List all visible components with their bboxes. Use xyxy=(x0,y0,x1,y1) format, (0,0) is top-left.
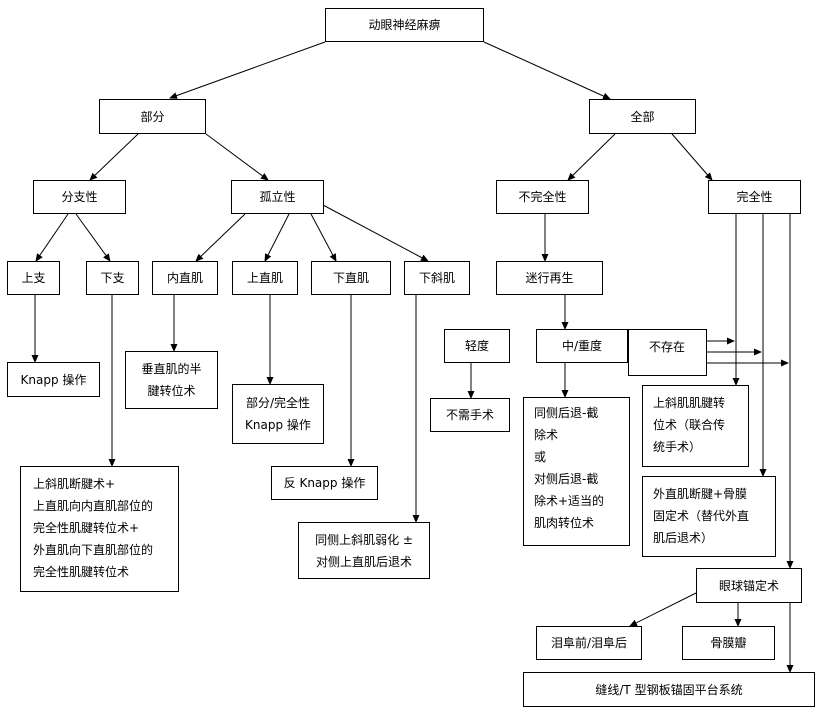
node-so-transposition: 上斜肌肌腱转 位术（联合传 统手术） xyxy=(642,385,749,467)
node-reverse-knapp-label: 反 Knapp 操作 xyxy=(283,476,366,490)
node-mild: 轻度 xyxy=(444,329,510,363)
arrow-iso-io xyxy=(322,204,429,262)
so-weaken-line: 同侧上斜肌弱化 ± xyxy=(315,532,413,547)
node-moderate-severe: 中/重度 xyxy=(536,329,628,363)
node-inferior-rectus-label: 下直肌 xyxy=(332,271,369,285)
node-vertical-half-tendon: 垂直肌的半 腱转位术 xyxy=(125,351,218,409)
node-medial-rectus: 内直肌 xyxy=(152,261,218,295)
arrow-all-incomplete xyxy=(567,133,616,181)
node-so-weaken: 同侧上斜肌弱化 ± 对侧上直肌后退术 xyxy=(298,522,430,579)
partial-complete-knapp-line: Knapp 操作 xyxy=(245,418,311,432)
node-aberrant-regeneration-label: 迷行再生 xyxy=(525,271,574,285)
lr-periosteal-line: 固定术（替代外直 xyxy=(653,509,750,523)
node-moderate-severe-label: 中/重度 xyxy=(561,339,603,353)
recess-resect-line: 除术+适当的 xyxy=(534,494,605,508)
node-mild-label: 轻度 xyxy=(464,339,489,353)
lower-branch-treatment-line: 外直肌向下直肌部位的 xyxy=(33,543,154,557)
node-knapp: Knapp 操作 xyxy=(7,362,100,397)
arrow-iso-sr xyxy=(264,213,290,262)
node-lower-branch-treatment: 上斜肌断腱术+ 上直肌向内直肌部位的 完全性肌腱转位术+ 外直肌向下直肌部位的 … xyxy=(20,466,179,592)
arrow-partial-isolated xyxy=(205,133,269,181)
node-upper-branch-label: 上支 xyxy=(21,271,46,285)
node-globe-anchoring: 眼球锚定术 xyxy=(696,568,802,603)
lower-branch-treatment-line: 上斜肌断腱术+ xyxy=(33,477,116,491)
node-isolated: 孤立性 xyxy=(231,180,324,214)
arrow-partial-branch xyxy=(89,133,139,181)
node-superior-rectus: 上直肌 xyxy=(232,261,298,295)
node-recess-resect: 同侧后退-截 除术 或 对侧后退-截 除术+适当的 肌肉转位术 xyxy=(523,397,630,546)
node-inferior-oblique-label: 下斜肌 xyxy=(418,271,455,285)
node-inferior-rectus: 下直肌 xyxy=(311,261,391,295)
node-complete-label: 完全性 xyxy=(736,190,773,204)
arrow-iso-mr xyxy=(195,213,246,262)
lr-periosteal-line: 外直肌断腱+骨膜 xyxy=(653,487,748,501)
node-oculomotor-palsy-label: 动眼神经麻痹 xyxy=(368,18,441,32)
vertical-half-tendon-line: 垂直肌的半 xyxy=(141,362,202,376)
so-transposition-line: 统手术） xyxy=(653,440,702,454)
node-isolated-label: 孤立性 xyxy=(259,190,296,204)
partial-complete-knapp-line: 部分/完全性 xyxy=(245,396,311,410)
node-lacrimal: 泪阜前/泪阜后 xyxy=(536,626,642,660)
node-inferior-oblique: 下斜肌 xyxy=(404,261,470,295)
node-branch-label: 分支性 xyxy=(61,190,98,204)
node-knapp-label: Knapp 操作 xyxy=(20,372,87,387)
recess-resect-line: 对侧后退-截 xyxy=(534,472,599,486)
node-periosteal-flap-label: 骨膜瓣 xyxy=(710,636,747,650)
so-weaken-line: 对侧上直肌后退术 xyxy=(315,554,412,569)
arrow-anchor-lacrimal xyxy=(629,592,697,627)
node-upper-branch: 上支 xyxy=(7,261,60,295)
node-superior-rectus-label: 上直肌 xyxy=(246,271,283,285)
node-suture-plate: 缝线/T 型钢板锚固平台系统 xyxy=(523,672,815,707)
node-lower-branch: 下支 xyxy=(86,261,139,295)
node-incomplete: 不完全性 xyxy=(496,180,589,214)
node-absent-label: 不存在 xyxy=(649,340,686,354)
node-periosteal-flap: 骨膜瓣 xyxy=(682,626,775,660)
node-partial-label: 部分 xyxy=(140,109,165,124)
lr-periosteal-line: 肌后退术） xyxy=(653,531,714,545)
node-aberrant-regeneration: 迷行再生 xyxy=(496,261,603,295)
vertical-half-tendon-line: 腱转位术 xyxy=(147,384,196,398)
lower-branch-treatment-line: 完全性肌腱转位术 xyxy=(33,565,130,579)
so-transposition-line: 上斜肌肌腱转 xyxy=(653,396,726,410)
lower-branch-treatment-line: 上直肌向内直肌部位的 xyxy=(33,499,154,513)
node-lr-periosteal: 外直肌断腱+骨膜 固定术（替代外直 肌后退术） xyxy=(642,476,776,557)
recess-resect-line: 除术 xyxy=(534,428,559,442)
arrow-root-all xyxy=(483,41,611,100)
arrow-root-partial xyxy=(169,41,326,99)
node-reverse-knapp: 反 Knapp 操作 xyxy=(271,466,378,500)
arrow-branch-lower xyxy=(75,213,111,262)
node-lacrimal-label: 泪阜前/泪阜后 xyxy=(550,636,628,650)
so-transposition-line: 位术（联合传 xyxy=(653,418,726,432)
recess-resect-line: 或 xyxy=(534,450,547,464)
node-suture-plate-label: 缝线/T 型钢板锚固平台系统 xyxy=(595,682,743,697)
node-no-surgery: 不需手术 xyxy=(430,398,510,432)
recess-resect-line: 肌肉转位术 xyxy=(534,516,595,530)
lower-branch-treatment-line: 完全性肌腱转位术+ xyxy=(33,521,140,535)
node-lower-branch-label: 下支 xyxy=(100,271,125,285)
node-no-surgery-label: 不需手术 xyxy=(445,408,494,422)
node-partial-complete-knapp: 部分/完全性 Knapp 操作 xyxy=(232,384,324,444)
node-incomplete-label: 不完全性 xyxy=(518,190,567,204)
node-all-label: 全部 xyxy=(630,109,655,124)
node-medial-rectus-label: 内直肌 xyxy=(166,271,203,285)
arrow-all-complete xyxy=(671,133,713,181)
node-all: 全部 xyxy=(589,99,696,134)
recess-resect-line: 同侧后退-截 xyxy=(534,406,599,420)
arrow-branch-upper xyxy=(35,213,69,262)
node-complete: 完全性 xyxy=(708,180,801,214)
node-partial: 部分 xyxy=(99,99,206,134)
node-oculomotor-palsy: 动眼神经麻痹 xyxy=(325,8,484,42)
arrow-iso-ir xyxy=(310,213,337,262)
node-absent: 不存在 xyxy=(628,329,707,376)
node-branch: 分支性 xyxy=(33,180,126,214)
node-globe-anchoring-label: 眼球锚定术 xyxy=(718,578,779,593)
